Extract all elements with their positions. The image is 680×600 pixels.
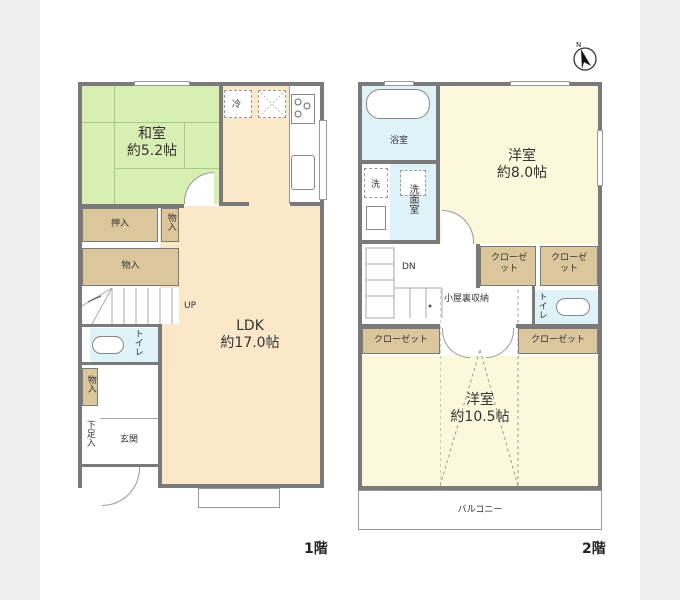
wall	[358, 240, 440, 244]
wall	[78, 82, 82, 488]
room-toilet-1f: トイレ	[90, 328, 160, 362]
closet-4-label: クローゼット	[530, 335, 585, 345]
closet-3-label: クローゼット	[373, 335, 428, 345]
toilet-2f-label: トイレ	[536, 292, 547, 319]
window	[384, 81, 414, 86]
room-yoshitsu-10	[362, 356, 598, 486]
room-washer: 洗	[362, 164, 390, 240]
yoshitsu-8-size: 約8.0帖	[496, 164, 548, 181]
bathtub-icon	[366, 89, 430, 119]
shitaashi-label: 下足入	[84, 420, 95, 447]
sink-icon	[366, 206, 386, 230]
room-mono-2: 物入	[82, 248, 179, 286]
toilet-icon	[556, 298, 590, 316]
washer-label: 洗	[371, 180, 381, 190]
yoshitsu-10-name: 洋室	[466, 392, 494, 408]
room-genkan: 玄関	[100, 418, 158, 464]
wall	[516, 324, 600, 328]
loft-dashed-outline	[440, 290, 519, 487]
room-mono-3: 物入	[82, 368, 98, 406]
bath-label: 浴室	[389, 136, 408, 146]
room-closet-4: クローゼット	[518, 328, 598, 354]
ldk-name: LDK	[236, 318, 264, 334]
fridge-space: 冷	[224, 90, 252, 118]
window	[134, 81, 190, 86]
wall	[78, 204, 184, 208]
floor-1-label: 1階	[304, 541, 328, 557]
window	[597, 130, 603, 186]
room-closet-3: クローゼット	[362, 328, 440, 354]
yoshitsu-10-size: 約10.5帖	[450, 408, 510, 425]
wall	[78, 324, 162, 327]
room-oshiire: 押入	[82, 208, 158, 242]
wall	[290, 202, 320, 206]
genkan-label: 玄関	[119, 435, 138, 445]
window	[319, 120, 327, 200]
room-senmen: 洗面室	[390, 164, 436, 240]
stairs-up-label: UP	[184, 301, 197, 311]
room-shitaashi: 下足入	[82, 416, 98, 464]
room-closet-2: クローゼット	[540, 246, 598, 286]
balcony-label: バルコニー	[457, 505, 503, 515]
room-bath: 浴室	[362, 86, 436, 160]
stove-icon	[291, 94, 315, 124]
wall	[358, 486, 602, 490]
svg-text:N: N	[576, 41, 581, 49]
mono-1-label: 物入	[165, 213, 176, 231]
koyaura-label: 小屋裏収納	[444, 294, 490, 304]
wall	[158, 484, 324, 488]
floor-2-label: 2階	[582, 541, 606, 557]
room-yoshitsu-8	[440, 86, 598, 244]
wall	[436, 86, 440, 244]
room-closet-1: クローゼット	[480, 246, 536, 286]
oshiire-label: 押入	[110, 219, 129, 229]
wall	[476, 244, 480, 288]
storage-space	[400, 170, 426, 196]
room-ldk	[160, 206, 320, 488]
wall	[358, 82, 362, 488]
wall	[320, 82, 324, 488]
wall	[219, 202, 249, 206]
washer-space: 洗	[364, 168, 388, 198]
wall	[358, 82, 602, 86]
closet-1-label: クローゼット	[491, 253, 528, 274]
appliance-space	[258, 90, 286, 118]
wall	[78, 464, 162, 467]
room-mono-1: 物入	[161, 208, 179, 242]
toilet-icon	[92, 336, 124, 354]
mono-3-label: 物入	[85, 375, 96, 393]
room-balcony: バルコニー	[358, 490, 602, 530]
wall	[158, 324, 162, 488]
window	[510, 81, 570, 86]
mono-2-label: 物入	[121, 261, 140, 271]
wall	[598, 82, 602, 488]
closet-2-label: クローゼット	[551, 253, 588, 274]
toilet-1f-label: トイレ	[132, 329, 143, 356]
senmen-label: 洗面室	[407, 184, 418, 214]
wall	[532, 286, 535, 326]
washitsu-name: 和室	[138, 126, 166, 142]
floor-plan-page: N N 和室 約5.2帖 LDK 約17.0帖	[40, 0, 640, 600]
hall	[100, 368, 158, 416]
washitsu-size: 約5.2帖	[126, 142, 178, 159]
wall	[78, 82, 322, 86]
stairs-up	[81, 287, 179, 325]
stairs-down-label: DN	[402, 262, 416, 272]
wall	[358, 160, 438, 164]
stairs-down: DN	[362, 244, 478, 322]
sink-icon	[291, 155, 315, 190]
wall	[78, 362, 162, 365]
wall	[219, 86, 223, 204]
entrance-door-swing	[102, 466, 140, 506]
window	[198, 488, 280, 508]
room-toilet-2f: トイレ	[534, 290, 598, 326]
ldk-size: 約17.0帖	[220, 334, 280, 351]
north-arrow-icon: N	[572, 40, 598, 71]
wall	[358, 324, 440, 328]
fridge-label: 冷	[232, 100, 242, 110]
yoshitsu-8-name: 洋室	[508, 148, 536, 164]
